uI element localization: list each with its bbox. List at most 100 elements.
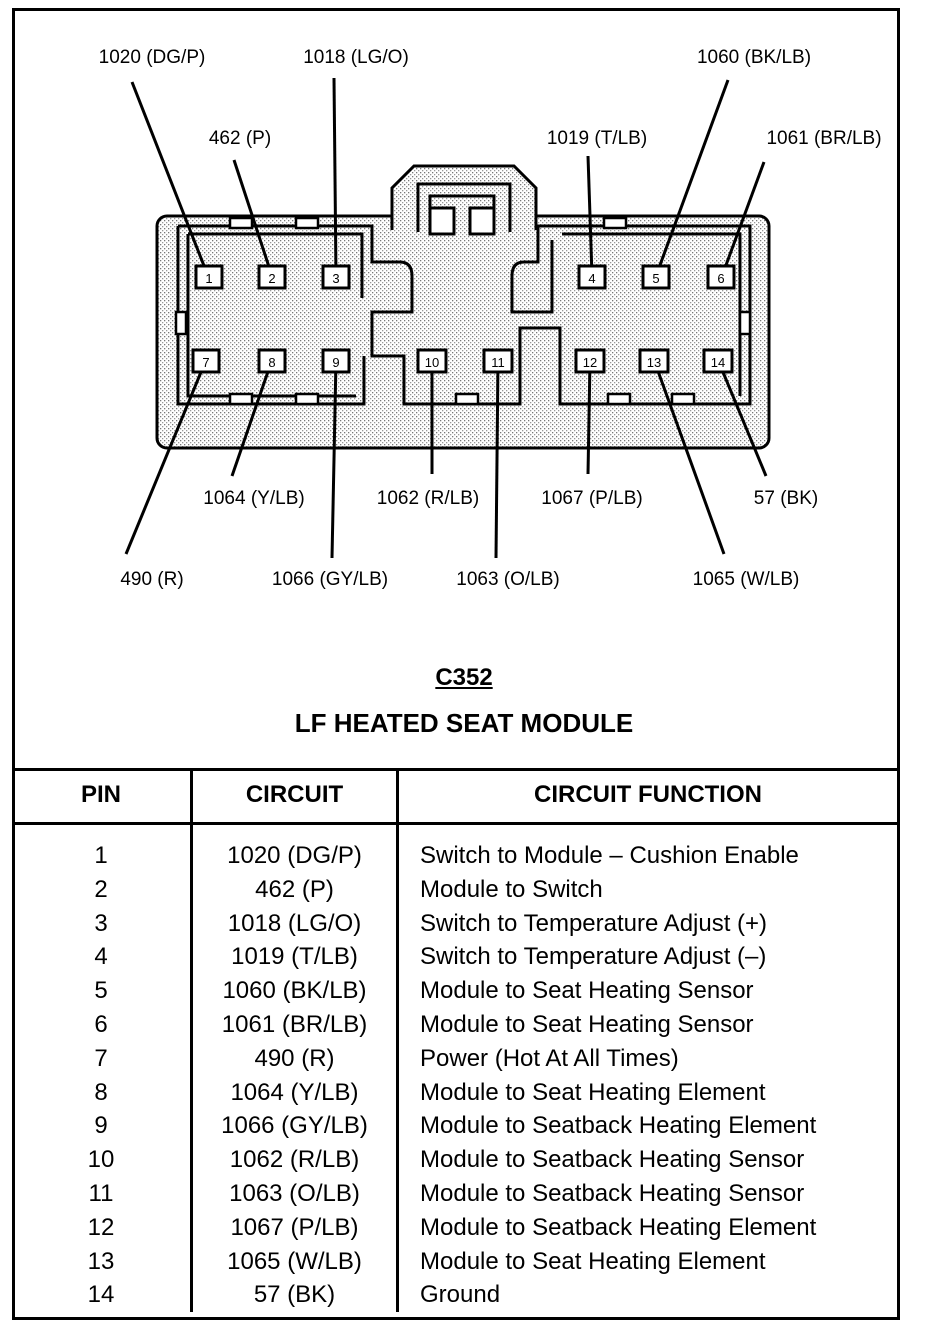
function-cell: Module to Seat Heating Sensor: [420, 1011, 754, 1038]
wire-label-pin-13: 1065 (W/LB): [693, 569, 800, 590]
pin-cell: 1: [94, 842, 108, 869]
pin-cell: 10: [87, 1146, 115, 1174]
table-row: 5 1060 (BK/LB) Module to Seat Heating Sens…: [12, 977, 900, 1011]
function-cell: Switch to Temperature Adjust (–): [420, 943, 767, 971]
pin-cell: 5: [94, 977, 108, 1005]
function-cell: Module to Seatback Heating Element: [420, 1213, 817, 1241]
svg-text:14: 14: [711, 355, 725, 370]
circuit-cell: 462 (P): [255, 875, 334, 903]
function-cell: Module to Seat Heating Element: [420, 1078, 766, 1106]
circuit-cell: 490 (R): [254, 1044, 335, 1072]
housing-tabs: [174, 216, 752, 406]
circuit-cell: 1064 (Y/LB): [230, 1078, 359, 1106]
pin-cell: 14: [87, 1281, 115, 1309]
svg-text:11: 11: [491, 355, 505, 370]
pin-13: 13: [638, 348, 670, 374]
function-cell: Power (Hot At All Times): [420, 1044, 679, 1072]
pin-6: 6: [706, 264, 736, 290]
header-pin: PIN: [80, 781, 121, 808]
wire-label-pin-11: 1063 (O/LB): [456, 569, 560, 590]
connector-latch: [390, 164, 538, 236]
pin-cell: 13: [87, 1247, 115, 1275]
connector-name: LF HEATED SEAT MODULE: [294, 708, 634, 738]
table-row: 14 57 (BK) Ground: [12, 1281, 900, 1315]
circuit-cell: 1062 (R/LB): [229, 1146, 360, 1174]
circuit-cell: 57 (BK): [253, 1281, 336, 1309]
function-cell: Switch to Module – Cushion Enable: [420, 842, 799, 869]
svg-text:7: 7: [202, 355, 209, 370]
pin-2: 2: [257, 264, 287, 290]
svg-text:10: 10: [425, 355, 439, 370]
wire-label-pin-3: 1018 (LG/O): [303, 47, 409, 68]
circuit-cell: 1061 (BR/LB): [221, 1011, 368, 1038]
svg-text:13: 13: [647, 355, 661, 370]
circuit-cell: 1018 (LG/O): [227, 909, 362, 937]
svg-text:9: 9: [332, 355, 339, 370]
function-cell: Module to Seat Heating Element: [420, 1247, 766, 1275]
column-divider-1: [190, 768, 193, 1312]
function-cell: Module to Seatback Heating Element: [420, 1112, 817, 1140]
pin-cell: 12: [87, 1213, 115, 1241]
column-divider-2: [396, 768, 399, 1312]
function-cell: Ground: [420, 1281, 501, 1309]
leader-lines: [124, 77, 768, 559]
wire-label-pin-4: 1019 (T/LB): [547, 128, 647, 149]
table-top-rule: [12, 768, 900, 771]
svg-text:6: 6: [717, 271, 724, 286]
table-row: 4 1019 (T/LB) Switch to Temperature Adjust…: [12, 943, 900, 977]
svg-text:5: 5: [652, 271, 659, 286]
table-row: 8 1064 (Y/LB) Module to Seat Heating Eleme…: [12, 1079, 900, 1113]
table-row: 10 1062 (R/LB) Module to Seatback Heating …: [12, 1146, 900, 1180]
pin-5: 5: [641, 264, 671, 290]
wire-label-pin-1: 1020 (DG/P): [99, 47, 206, 68]
svg-text:1: 1: [205, 271, 212, 286]
pin-11: 11: [482, 348, 514, 374]
circuit-cell: 1065 (W/LB): [227, 1247, 362, 1275]
table-row: 3 1018 (LG/O) Switch to Temperature Adjust…: [12, 910, 900, 944]
pin-7: 7: [191, 348, 221, 374]
header-rule: [12, 822, 900, 825]
wire-label-pin-8: 1064 (Y/LB): [203, 488, 304, 509]
pin-4: 4: [577, 264, 607, 290]
function-cell: Module to Switch: [420, 875, 603, 903]
pin-cell: 8: [94, 1078, 108, 1106]
wire-label-pin-12: 1067 (P/LB): [541, 488, 642, 509]
pin-cell: 4: [94, 943, 108, 971]
pin-12: 12: [574, 348, 606, 374]
table-row: 12 1067 (P/LB) Module to Seatback Heating …: [12, 1214, 900, 1248]
function-cell: Module to Seat Heating Sensor: [420, 977, 754, 1005]
pin-3: 3: [321, 264, 351, 290]
wire-label-pin-7: 490 (R): [120, 569, 183, 590]
wire-label-pin-2: 462 (P): [209, 128, 271, 149]
connector-id: C352: [435, 664, 493, 691]
pin-cell: 11: [88, 1180, 114, 1207]
pin-cell: 9: [94, 1112, 108, 1140]
svg-text:4: 4: [588, 271, 595, 286]
function-cell: Switch to Temperature Adjust (+): [420, 909, 768, 937]
table-row: 1 1020 (DG/P) Switch to Module – Cushion E…: [12, 842, 900, 876]
wire-label-pin-10: 1062 (R/LB): [377, 488, 479, 509]
svg-text:12: 12: [583, 355, 597, 370]
circuit-cell: 1020 (DG/P): [227, 842, 362, 869]
pin-1: 1: [194, 264, 224, 290]
header-circuit-function: CIRCUIT FUNCTION: [534, 781, 762, 808]
pin-8: 8: [257, 348, 287, 374]
pin-cell: 3: [94, 909, 108, 937]
function-cell: Module to Seatback Heating Sensor: [420, 1180, 805, 1207]
circuit-cell: 1067 (P/LB): [230, 1213, 359, 1241]
wire-label-pin-6: 1061 (BR/LB): [766, 128, 881, 149]
connector-housing: [155, 214, 771, 450]
circuit-cell: 1060 (BK/LB): [222, 977, 367, 1005]
connector-diagram: 1 2 3 4 5 6 7 8 9 10 11 12 13 14 1020 (D…: [99, 47, 882, 590]
wire-label-pin-5: 1060 (BK/LB): [697, 47, 811, 68]
header-circuit: CIRCUIT: [245, 781, 344, 808]
function-cell: Module to Seatback Heating Sensor: [420, 1146, 805, 1174]
circuit-cell: 1019 (T/LB): [231, 943, 358, 971]
table-row: 6 1061 (BR/LB) Module to Seat Heating Sens…: [12, 1011, 900, 1045]
circuit-cell: 1063 (O/LB): [229, 1180, 360, 1207]
svg-text:3: 3: [332, 271, 339, 286]
pin-cell: 6: [94, 1011, 108, 1038]
